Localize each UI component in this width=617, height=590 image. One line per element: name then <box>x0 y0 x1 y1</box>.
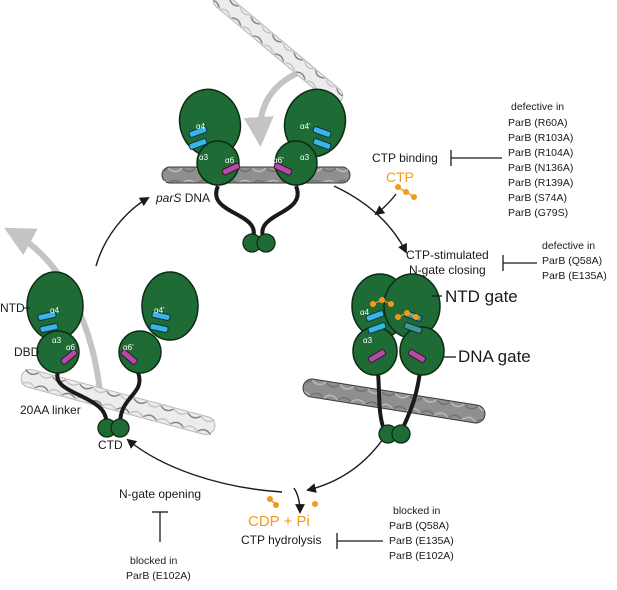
mutant-item: ParB (E135A) <box>389 535 454 547</box>
mutant-item: ParB (R60A) <box>508 117 568 129</box>
ctp-molecule <box>395 184 417 200</box>
mutant-item: ParB (Q58A) <box>542 255 602 267</box>
helix-label-a6p-left: α6' <box>123 343 134 352</box>
mutant-list-hydrolysis: blocked in ParB (Q58A) ParB (E135A) ParB… <box>389 505 454 562</box>
inhibition-hydrolysis <box>336 533 383 549</box>
helix-label-a3-top-right: α3 <box>300 153 310 162</box>
mutant-item: ParB (E102A) <box>126 570 191 582</box>
label-ctd: CTD <box>98 438 123 452</box>
inhibition-ctp-binding <box>450 150 502 166</box>
label-dna: DNA <box>181 191 210 205</box>
mutant-item: ParB (N136A) <box>508 162 573 174</box>
dna-left <box>20 368 216 436</box>
label-cdp: CDP <box>248 513 280 530</box>
cycle-arrow-2 <box>306 435 386 493</box>
parb-dimer-pars-bound: α4 α4' α3 α3 α6 α6' <box>178 88 347 253</box>
helix-label-a6-top: α6 <box>225 156 235 165</box>
label-ctp-stimulated: CTP-stimulated <box>406 248 489 262</box>
label-pars: parS <box>155 191 181 205</box>
mutant-item: ParB (Q58A) <box>389 520 449 532</box>
mutant-header: blocked in <box>130 555 177 567</box>
mutant-list-binding: defective in ParB (R60A) ParB (R103A) Pa… <box>508 101 573 219</box>
mutant-header: defective in <box>511 101 564 113</box>
cycle-arrow-4 <box>95 197 150 267</box>
helix-label-a3-right: α3 <box>363 336 373 345</box>
mutant-list-opening: blocked in ParB (E102A) <box>126 555 191 582</box>
label-ctp-binding: CTP binding <box>372 151 438 165</box>
bound-ctp-molecules <box>370 297 419 320</box>
label-pars-dna: parS DNA <box>155 191 210 205</box>
label-ntd-gate: NTD gate <box>445 287 518 306</box>
mutant-item: ParB (E102A) <box>389 550 454 562</box>
label-dbd: DBD <box>14 345 40 359</box>
label-ngate-closing: N-gate closing <box>409 263 486 277</box>
cycle-arrow-3 <box>126 438 283 493</box>
label-linker: 20AA linker <box>20 403 81 417</box>
helix-label-a3-left: α3 <box>52 336 62 345</box>
dna-pars-top <box>161 166 351 184</box>
inhibition-ngate-opening <box>152 511 168 542</box>
cdp-molecule <box>267 496 279 508</box>
label-ntd: NTD <box>0 301 25 315</box>
pi-molecule <box>312 501 318 507</box>
mutant-header: defective in <box>542 240 595 252</box>
ctp-entry-arrow <box>374 193 397 216</box>
helix-label-a3-top-left: α3 <box>199 153 209 162</box>
mutant-list-closing: defective in ParB (Q58A) ParB (E135A) <box>542 240 607 282</box>
helix-label-a4-right: α4 <box>360 308 370 317</box>
label-ctp: CTP <box>386 169 414 185</box>
mutant-item: ParB (R139A) <box>508 177 573 189</box>
label-ctp-hydrolysis: CTP hydrolysis <box>241 533 321 547</box>
ctd-linker-top <box>214 185 300 241</box>
gray-arrow-top <box>243 69 302 147</box>
mutant-item: ParB (E135A) <box>542 270 607 282</box>
label-cdp-pi: CDP + Pi <box>248 513 310 530</box>
helix-label-a6p-top: α6' <box>273 156 284 165</box>
hydrolysis-arrow <box>293 487 305 514</box>
parb-dimer-open: α4 α4' α3 α6 α6' <box>26 271 199 438</box>
mutant-header: blocked in <box>393 505 440 517</box>
mutant-item: ParB (S74A) <box>508 192 567 204</box>
inhibition-ngate-closing <box>502 255 537 271</box>
helix-label-a4p-left: α4' <box>154 306 165 315</box>
label-ngate-opening: N-gate opening <box>119 487 201 501</box>
label-pi: + Pi <box>279 513 309 530</box>
mutant-item: ParB (R103A) <box>508 132 573 144</box>
mutant-item: ParB (R104A) <box>508 147 573 159</box>
dna-pars-right <box>302 378 486 424</box>
helix-label-a4-top: α4 <box>196 122 206 131</box>
helix-label-a6-left: α6 <box>66 343 76 352</box>
parb-dimer-closed: α4 α3 <box>351 273 456 444</box>
mutant-item: ParB (G79S) <box>508 207 568 219</box>
ctd-linker-left <box>55 371 142 425</box>
dna-top-right <box>212 0 344 105</box>
helix-label-a4p-top: α4' <box>300 122 311 131</box>
helix-label-a4-left: α4 <box>50 306 60 315</box>
label-dna-gate: DNA gate <box>458 347 531 366</box>
